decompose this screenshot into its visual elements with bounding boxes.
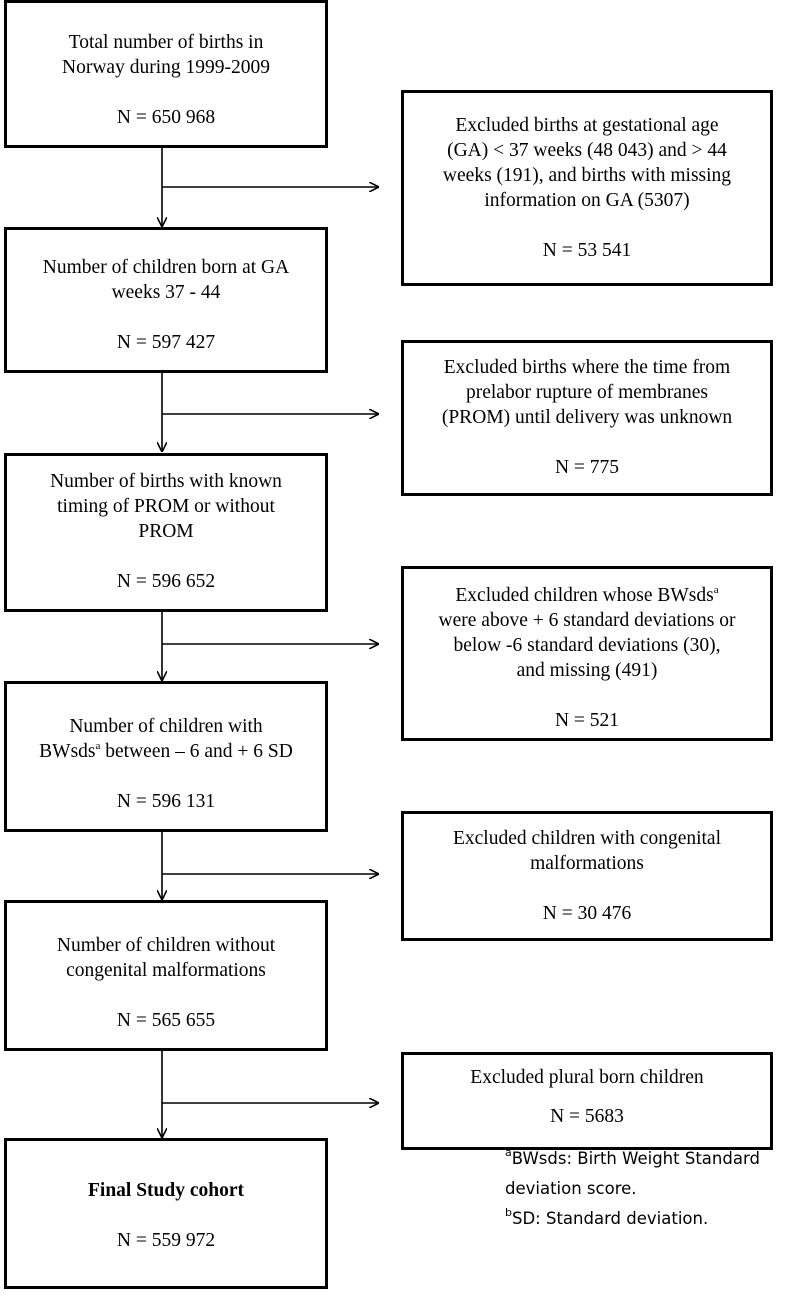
box-no-malformations: Number of children without congenital ma… (4, 900, 328, 1051)
box-known-prom: Number of births with known timing of PR… (4, 453, 328, 612)
box-total-births-line-2: Norway during 1999-2009 (62, 57, 270, 78)
box-final-cohort-title: Final Study cohort (15, 1178, 317, 1203)
box-excluded-ga-count: N = 53 541 (542, 240, 632, 261)
box-excluded-prom-line-1: Excluded births where the time from (443, 357, 731, 378)
box-bwsds-range-line-2: BWsdsa between – 6 and + 6 SD (15, 739, 317, 764)
box-ga-37-44-line-1: Number of children born at GA (42, 257, 290, 278)
box-excluded-malformations-line-2: malformations (530, 853, 644, 874)
footnote-b-line-1: bSD: Standard deviation. (505, 1204, 789, 1234)
footnote-a-text: BWsds: Birth Weight Standard (511, 1149, 760, 1168)
box-bwsds-range-rest: between – 6 and + 6 SD (100, 741, 293, 762)
box-known-prom-line-1: Number of births with known (50, 471, 282, 492)
box-no-malformations-count: N = 565 655 (116, 1010, 216, 1031)
box-excluded-bwsds-line-3: below -6 standard deviations (30), (453, 635, 721, 656)
box-excluded-ga-line-3: weeks (191), and births with missing (442, 165, 732, 186)
box-ga-37-44: Number of children born at GA weeks 37 -… (4, 227, 328, 373)
box-bwsds-range-line-1: Number of children with (69, 716, 263, 737)
box-excluded-prom-line-3: (PROM) until delivery was unknown (441, 407, 733, 428)
box-final-cohort-count: N = 559 972 (116, 1230, 216, 1251)
box-bwsds-range-term: BWsds (39, 741, 96, 762)
box-excluded-ga-line-4: information on GA (5307) (484, 190, 690, 211)
box-excluded-malformations-count: N = 30 476 (542, 903, 632, 924)
box-bwsds-range-count: N = 596 131 (116, 791, 216, 812)
box-excluded-plural-line-1: Excluded plural born children (470, 1067, 704, 1088)
box-no-malformations-line-2: congenital malformations (66, 960, 266, 981)
box-known-prom-count: N = 596 652 (116, 571, 216, 592)
box-excluded-malformations: Excluded children with congenital malfor… (401, 811, 773, 941)
box-ga-37-44-count: N = 597 427 (116, 332, 216, 353)
box-excluded-ga-line-1: Excluded births at gestational age (455, 115, 719, 136)
box-bwsds-range: Number of children with BWsdsa between –… (4, 681, 328, 832)
box-excluded-bwsds-count: N = 521 (554, 710, 620, 731)
box-excluded-prom: Excluded births where the time from prel… (401, 340, 773, 496)
box-excluded-prom-line-2: prelabor rupture of membranes (465, 382, 709, 403)
box-known-prom-line-3: PROM (138, 521, 194, 542)
box-total-births: Total number of births in Norway during … (4, 0, 328, 148)
box-bwsds-range-sup: a (95, 740, 101, 752)
footnote-a-line-1: aBWsds: Birth Weight Standard (505, 1144, 789, 1174)
footnote-a-marker: a (505, 1146, 512, 1159)
box-excluded-bwsds: Excluded children whose BWsdsa were abov… (401, 566, 773, 741)
box-no-malformations-line-1: Number of children without (56, 935, 276, 956)
box-excluded-plural-count: N = 5683 (550, 1106, 624, 1127)
box-excluded-ga: Excluded births at gestational age (GA) … (401, 90, 773, 286)
footnote-a-line-2: deviation score. (505, 1179, 637, 1198)
footnotes: aBWsds: Birth Weight Standard deviation … (505, 1144, 789, 1234)
box-final-cohort: Final Study cohort N = 559 972 (4, 1138, 328, 1289)
box-excluded-bwsds-line-1: Excluded children whose BWsdsa (412, 583, 762, 608)
footnote-b-marker: b (505, 1206, 512, 1219)
box-excluded-ga-line-2: (GA) < 37 weeks (48 043) and > 44 (447, 140, 727, 161)
box-ga-37-44-line-2: weeks 37 - 44 (111, 282, 221, 303)
box-excluded-malformations-line-1: Excluded children with congenital (452, 828, 722, 849)
box-known-prom-line-2: timing of PROM or without (57, 496, 275, 517)
box-final-cohort-title-text: Final Study cohort (87, 1180, 245, 1201)
box-excluded-plural: Excluded plural born children N = 5683 (401, 1052, 773, 1150)
footnote-b-text: SD: Standard deviation. (511, 1209, 709, 1228)
box-excluded-bwsds-sup: a (713, 584, 719, 596)
box-total-births-line-1: Total number of births in (68, 32, 264, 53)
box-excluded-bwsds-line-2: were above + 6 standard deviations or (438, 610, 736, 631)
box-total-births-count: N = 650 968 (116, 107, 216, 128)
box-excluded-prom-count: N = 775 (554, 457, 620, 478)
box-excluded-bwsds-line-4: and missing (491) (516, 660, 658, 681)
box-excluded-bwsds-line-1-text: Excluded children whose BWsds (455, 585, 714, 606)
